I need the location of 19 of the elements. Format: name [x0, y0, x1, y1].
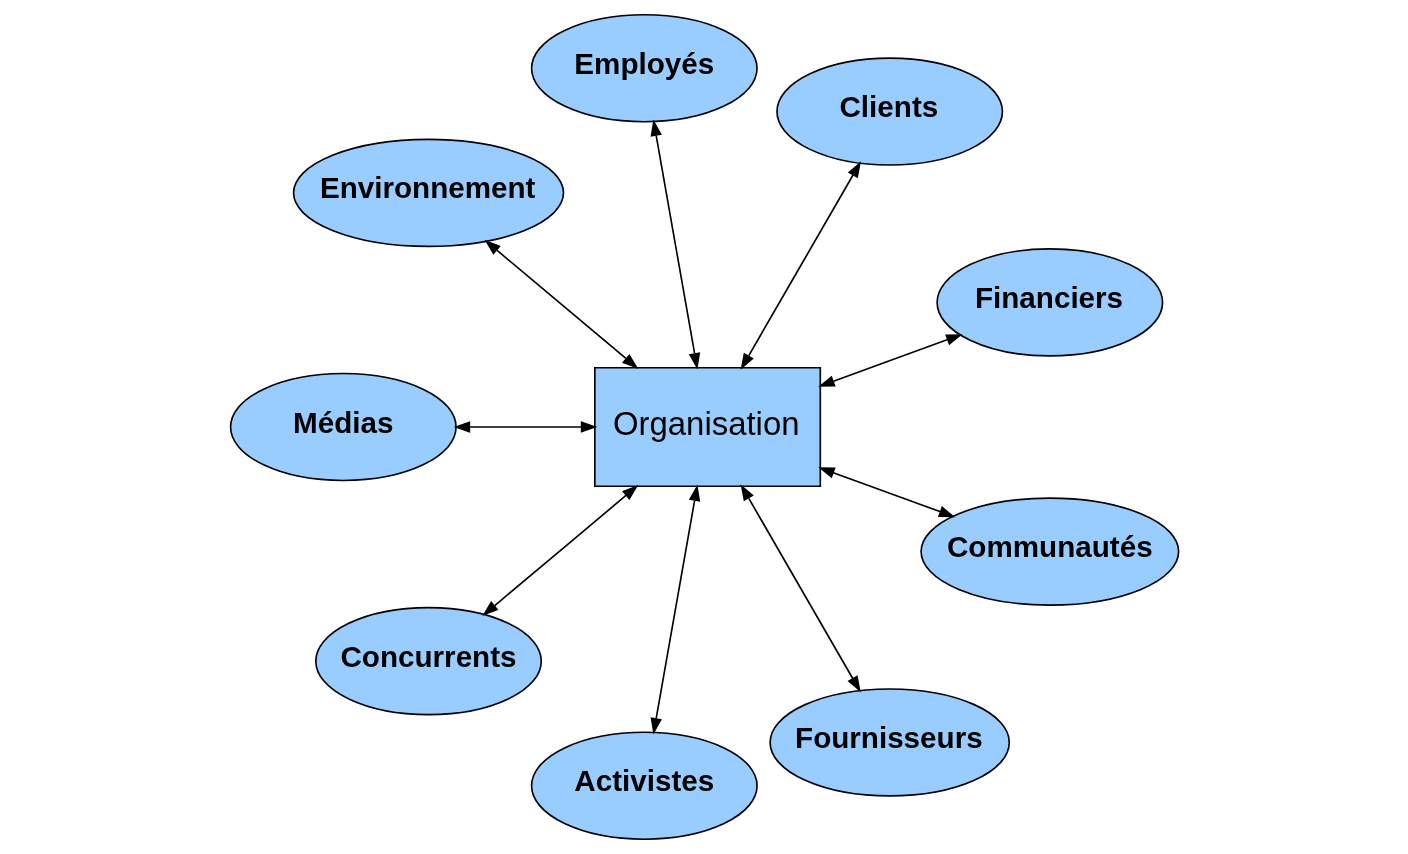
arrow [453, 421, 597, 433]
arrow [740, 161, 861, 370]
node-ellipse: Environnement [292, 138, 564, 248]
arrow [484, 239, 638, 369]
node-ellipse: Activistes [530, 731, 758, 841]
node-ellipse: Financiers [935, 248, 1163, 357]
node-ellipse: Fournisseurs [768, 688, 1010, 797]
node-ellipse: Employés [530, 13, 758, 123]
node-box: Organisation [593, 366, 821, 488]
arrow [650, 119, 700, 370]
arrow [650, 484, 700, 735]
arrow [481, 485, 638, 617]
arrow [817, 467, 955, 518]
arrow [817, 334, 963, 387]
arrow [740, 484, 861, 693]
node-ellipse: Médias [229, 372, 457, 482]
node-ellipse: Clients [775, 57, 1003, 166]
node-ellipse: Communautés [919, 497, 1179, 606]
node-ellipse: Concurrents [314, 606, 542, 716]
